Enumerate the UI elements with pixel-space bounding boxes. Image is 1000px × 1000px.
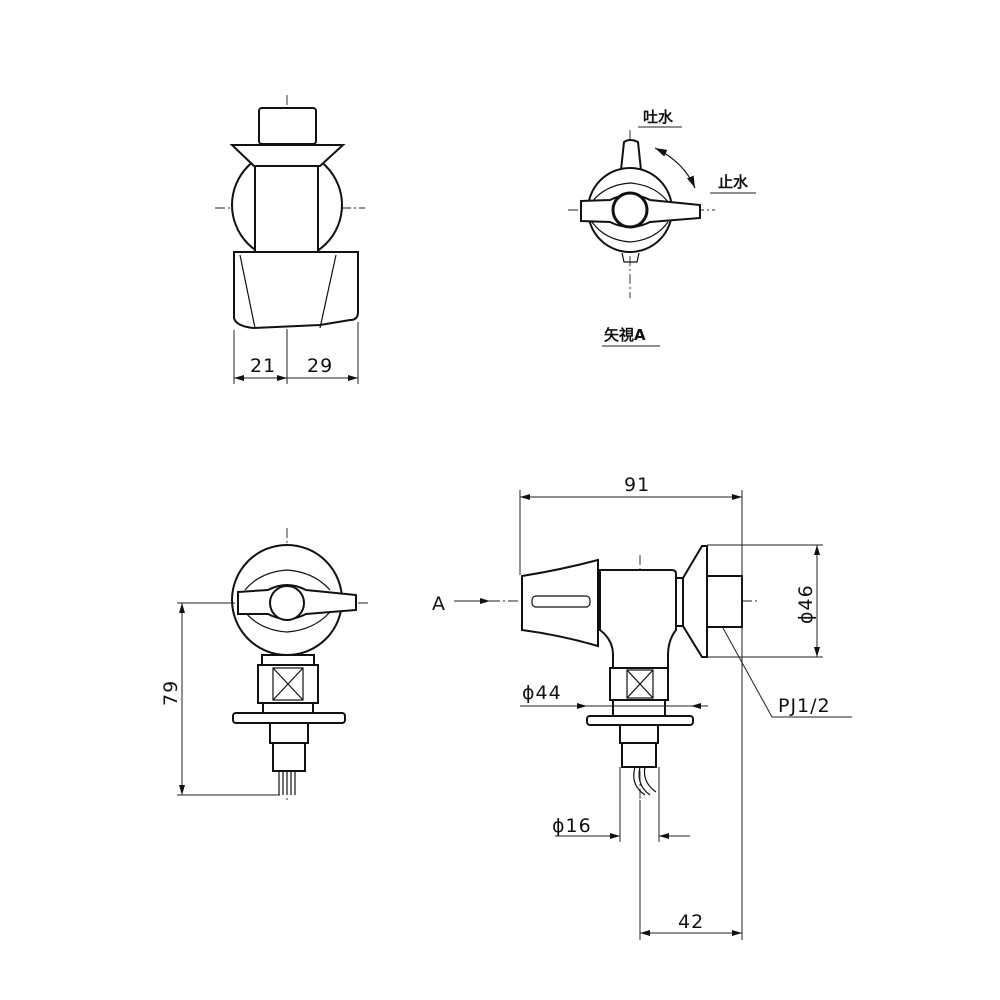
dim-29: 29 [307, 355, 333, 377]
dim-dia-16: ϕ16 [552, 815, 592, 837]
label-view-a: 矢視A [604, 326, 646, 344]
dim-dia-46: ϕ46 [795, 584, 817, 624]
side-view: 91 ϕ46 PJ1/2 A ϕ44 ϕ16 42 [432, 474, 852, 940]
dim-91: 91 [624, 474, 650, 496]
label-pj12: PJ1/2 [778, 695, 831, 717]
label-a: A [432, 593, 446, 615]
front-view-bottom: 79 [160, 528, 370, 800]
dim-42: 42 [678, 911, 704, 933]
label-stop: 止水 [718, 173, 749, 191]
dim-dia-44: ϕ44 [522, 682, 562, 704]
view-a: 吐水 止水 矢視A [568, 108, 756, 347]
dim-79: 79 [160, 680, 182, 706]
front-view-top: 21 29 [215, 95, 365, 384]
dim-21: 21 [250, 355, 276, 377]
label-spout: 吐水 [643, 108, 674, 126]
